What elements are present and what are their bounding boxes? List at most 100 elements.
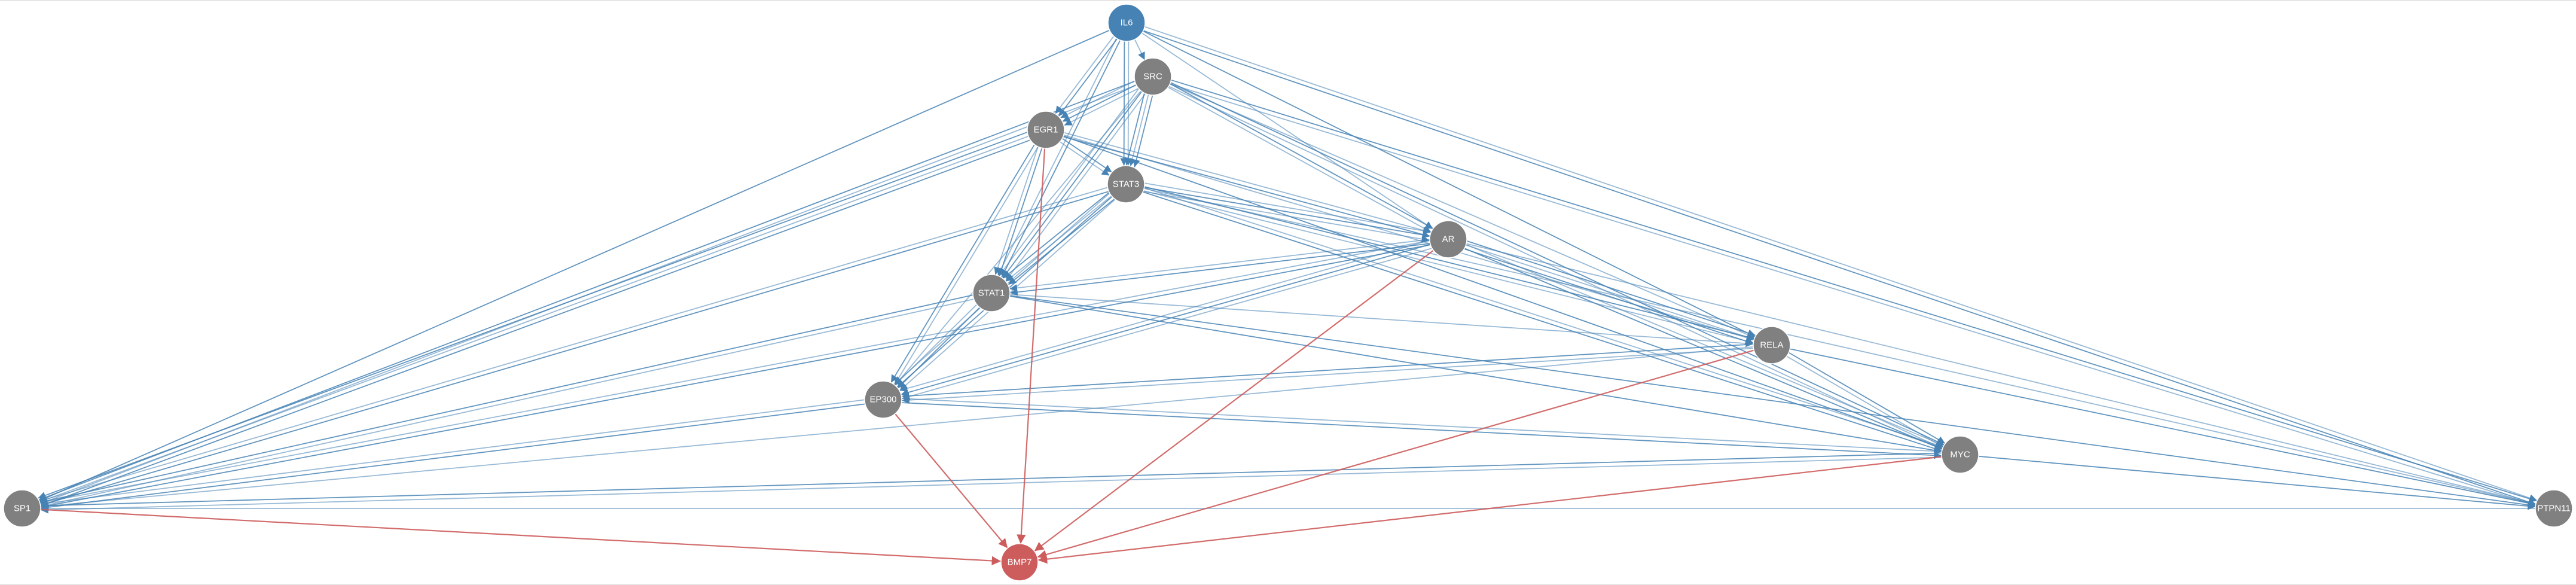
edge-il6-to-stat1 [1001, 39, 1121, 278]
edge-ar-to-rela [1464, 248, 1753, 345]
node-label: SRC [1143, 72, 1162, 82]
edge-src-to-myc [1170, 82, 1945, 446]
node-circle[interactable] [1941, 435, 1979, 474]
node-stat3[interactable]: STAT3 [1107, 165, 1145, 203]
node-ep300[interactable]: EP300 [864, 380, 902, 419]
node-circle[interactable] [864, 380, 902, 419]
edge-src-to-ar [1168, 87, 1432, 233]
edge-ar-to-stat1 [1009, 239, 1430, 292]
edge-stat3-to-ar [1143, 191, 1430, 243]
node-circle[interactable] [2535, 489, 2573, 528]
edge-myc-to-sp1 [40, 452, 1942, 510]
edge-stat1-to-myc [1009, 295, 1942, 455]
node-circle[interactable] [1000, 543, 1039, 581]
node-il6[interactable]: IL6 [1107, 4, 1146, 42]
edge-rela-to-sp1 [40, 346, 1754, 510]
edge-egr1-to-ar [1064, 132, 1432, 234]
edge-il6-to-stat3 [1124, 41, 1132, 166]
edge-egr1-to-stat3 [1062, 138, 1112, 173]
edge-egr1-to-rela [1063, 134, 1754, 342]
node-label: MYC [1950, 450, 1970, 460]
edge-stat1-to-ptpn11 [1009, 295, 2536, 509]
edge-ar-to-sp1 [39, 240, 1430, 505]
node-label: STAT1 [978, 288, 1005, 298]
edge-egr1-to-bmp7 [1017, 148, 1046, 544]
node-circle[interactable] [1429, 220, 1467, 258]
edge-egr1-to-stat3 [1060, 141, 1110, 176]
edge-src-to-egr1 [1064, 88, 1139, 126]
edge-src-to-stat3 [1124, 93, 1145, 166]
edge-src-to-stat1 [1005, 93, 1146, 281]
node-circle[interactable] [972, 274, 1011, 312]
edge-ep300-to-myc [901, 402, 1942, 459]
edge-ar-to-myc [1464, 248, 1943, 450]
edge-il6-to-ptpn11 [1143, 30, 2536, 506]
edge-ep300-to-sp1 [40, 399, 865, 507]
edge-stat3-to-sp1 [40, 191, 1109, 507]
node-rela[interactable]: RELA [1753, 326, 1791, 364]
edge-egr1-to-myc [1063, 135, 1943, 450]
edge-ar-to-rela [1467, 240, 1756, 337]
edge-stat3-to-ar [1144, 187, 1430, 239]
edge-rela-to-bmp7 [1037, 349, 1754, 559]
edge-il6-to-stat3 [1120, 41, 1128, 166]
edge-src-to-ptpn11 [1171, 79, 2537, 502]
node-label: BMP7 [1008, 557, 1032, 568]
edge-egr1-to-stat1 [998, 148, 1043, 276]
edge-il6-to-src [1134, 39, 1146, 60]
edge-sp1-to-bmp7 [40, 508, 1002, 566]
node-src[interactable]: SRC [1134, 57, 1172, 96]
edge-rela-to-myc [1788, 352, 1946, 444]
edge-stat1-to-ep300 [894, 304, 978, 386]
edge-il6-to-stat1 [997, 38, 1117, 276]
edge-stat3-to-ar [1144, 182, 1431, 234]
node-circle[interactable] [1134, 57, 1172, 96]
edge-egr1-to-sp1 [39, 135, 1029, 503]
edge-il6-to-egr1 [1055, 36, 1115, 114]
node-circle[interactable] [3, 489, 41, 528]
edge-stat1-to-rela [1009, 294, 1754, 348]
node-ar[interactable]: AR [1429, 220, 1467, 258]
edge-ar-to-ep300 [899, 239, 1430, 392]
node-circle[interactable] [1107, 165, 1145, 203]
node-ptpn11[interactable]: PTPN11 [2535, 489, 2573, 528]
edge-ar-to-bmp7 [1034, 249, 1434, 552]
node-label: STAT3 [1113, 179, 1139, 190]
edge-src-to-stat1 [1002, 91, 1143, 279]
node-stat1[interactable]: STAT1 [972, 274, 1011, 312]
edge-stat3-to-myc [1144, 187, 1943, 449]
edge-il6-to-rela [1143, 31, 1756, 337]
edge-ar-to-ep300 [901, 243, 1431, 397]
edge-egr1-to-stat1 [994, 147, 1039, 275]
node-myc[interactable]: MYC [1941, 435, 1979, 474]
edge-egr1-to-sp1 [41, 139, 1030, 507]
edge-stat3-to-myc [1143, 191, 1942, 452]
edge-src-to-stat3 [1128, 94, 1149, 167]
node-sp1[interactable]: SP1 [3, 489, 41, 528]
edge-egr1-to-sp1 [38, 132, 1027, 499]
edge-stat3-to-rela [1143, 190, 1754, 345]
node-label: IL6 [1121, 18, 1133, 28]
edge-src-to-ptpn11 [1170, 83, 2536, 507]
edge-ar-to-stat1 [1010, 243, 1430, 296]
edge-il6-to-ar [1142, 32, 1433, 230]
node-bmp7[interactable]: BMP7 [1000, 543, 1039, 581]
edge-stat3-to-ptpn11 [1144, 188, 2536, 507]
node-label: EP300 [869, 395, 896, 405]
edge-src-to-stat3 [1133, 95, 1153, 167]
edge-ar-to-sp1 [40, 244, 1431, 510]
node-label: EGR1 [1034, 125, 1058, 135]
edge-layer [38, 26, 2538, 566]
node-circle[interactable] [1107, 4, 1146, 42]
edge-rela-to-ep300 [901, 343, 1753, 400]
node-circle[interactable] [1027, 111, 1065, 149]
node-egr1[interactable]: EGR1 [1027, 111, 1065, 149]
edge-il6-to-egr1 [1058, 38, 1118, 117]
edge-src-to-ep300 [895, 90, 1142, 386]
node-label: SP1 [14, 504, 30, 514]
node-circle[interactable] [1753, 326, 1791, 364]
edge-rela-to-ptpn11 [1790, 348, 2536, 507]
edge-myc-to-ptpn11 [1978, 455, 2536, 510]
